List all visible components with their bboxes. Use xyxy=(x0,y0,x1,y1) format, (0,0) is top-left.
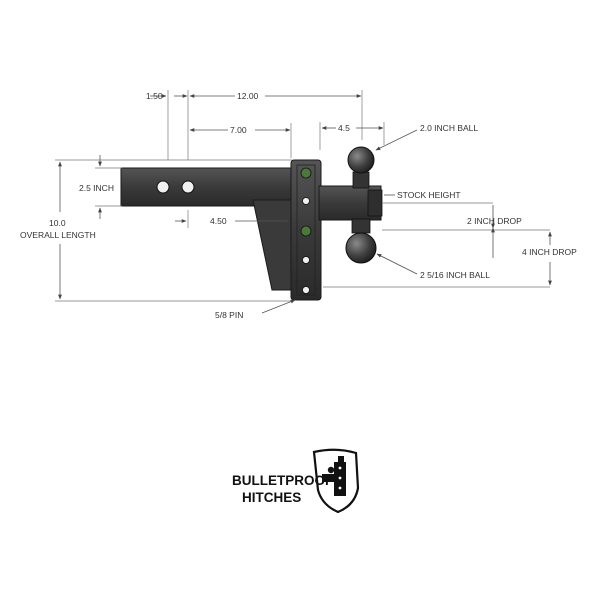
overall-length-label: OVERALL LENGTH xyxy=(20,230,96,240)
dim-1-50: 1.50 xyxy=(146,91,163,101)
adjustment-hole xyxy=(302,256,310,264)
dim-12-00: 12.00 xyxy=(237,91,259,101)
adjustment-hole xyxy=(302,197,310,205)
dim-2-5-inch: 2.5 INCH xyxy=(79,183,114,193)
overall-length-value: 10.0 xyxy=(49,218,66,228)
drop-2-label: 2 INCH DROP xyxy=(467,216,522,226)
logo-line1: BULLETPROOF xyxy=(232,473,333,488)
dim-7-00: 7.00 xyxy=(230,125,247,135)
gusset-brace xyxy=(252,199,294,291)
dim-4-50: 4.50 xyxy=(210,216,227,226)
stock-height-label: STOCK HEIGHT xyxy=(397,190,461,200)
lower-ball xyxy=(345,232,377,264)
dim-4-5: 4.5 xyxy=(338,123,350,133)
upper-ball xyxy=(347,146,375,174)
adjustment-hole xyxy=(300,167,312,179)
upper-ball-neck xyxy=(352,171,370,189)
shank-hole xyxy=(181,180,195,194)
pin-label: 5/8 PIN xyxy=(215,310,243,320)
shank-hole xyxy=(156,180,170,194)
dimension-labels: 1.50 12.00 7.00 4.5 2.5 INCH 4.50 10.0 O… xyxy=(20,91,577,320)
dimension-lines xyxy=(55,90,552,314)
adjustment-hole xyxy=(300,225,312,237)
ball-2-0-label: 2.0 INCH BALL xyxy=(420,123,478,133)
lower-ball-neck xyxy=(351,218,371,234)
ball-2-5-16-label: 2 5/16 INCH BALL xyxy=(420,270,490,280)
drop-4-label: 4 INCH DROP xyxy=(522,247,577,257)
hitch-body xyxy=(120,146,383,301)
logo-shield-icon xyxy=(312,448,360,514)
logo-line2: HITCHES xyxy=(242,490,301,505)
bulletproof-logo: BULLETPROOF HITCHES xyxy=(232,448,360,514)
adjustment-hole xyxy=(302,286,310,294)
